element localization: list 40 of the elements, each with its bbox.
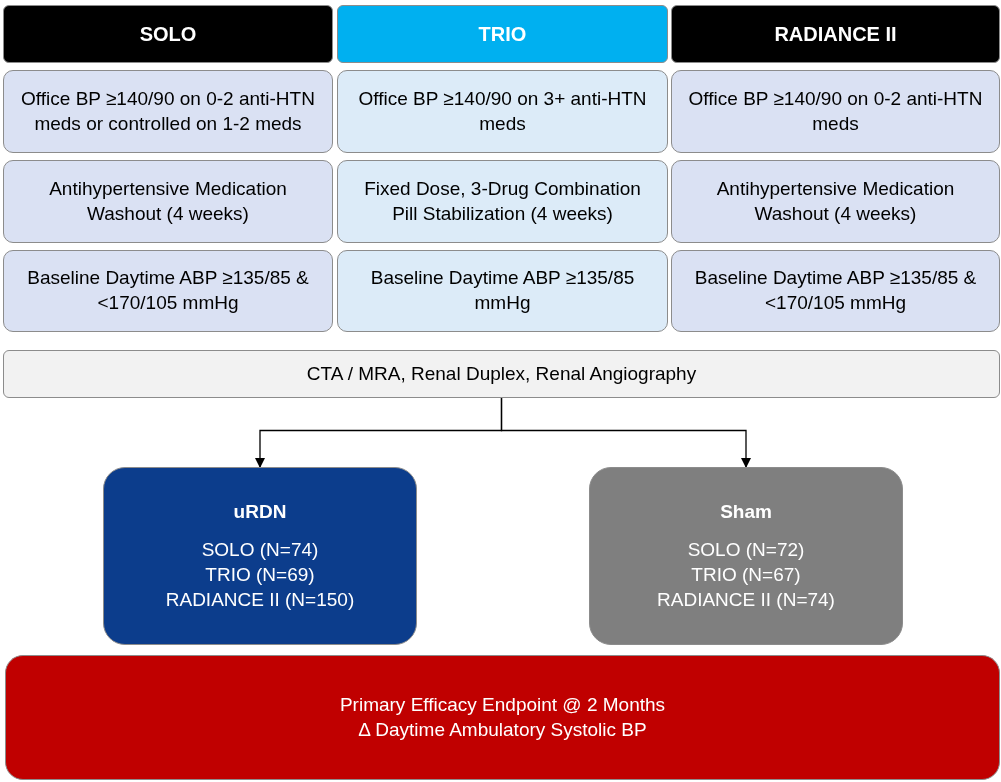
screening-box: [3, 350, 1000, 398]
group-title: Sham: [720, 499, 772, 524]
treatment-group-box: [103, 467, 417, 645]
box-text: Office BP ≥140/90 on 3+ anti-HTN meds: [357, 86, 648, 136]
box-text: Baseline Daytime ABP ≥135/85 mmHg: [369, 266, 636, 315]
criteria-box: [671, 160, 1000, 243]
column-header: [671, 5, 1000, 63]
criteria-box: [337, 250, 668, 332]
column-header: [3, 5, 333, 63]
box-text: SOLO: [139, 22, 197, 47]
box-text: Antihypertensive Medication Washout (4 weeks): [48, 176, 288, 226]
box-text: Baseline Daytime ABP ≥135/85 & <170/105 mmHg: [26, 266, 310, 315]
box-text: SOLO (N=74): [201, 538, 319, 563]
box-text: Baseline Daytime ABP ≥135/85 & <170/105 mmHg: [693, 266, 978, 315]
criteria-box: [671, 250, 1000, 332]
box-text: Δ Daytime Ambulatory Systolic BP: [358, 717, 647, 742]
box-text: TRIO (N=69): [205, 563, 315, 587]
box-text: Office BP ≥140/90 on 0-2 anti-HTN meds: [687, 86, 984, 136]
box-text: TRIO: [478, 22, 527, 47]
treatment-group-box: [589, 467, 903, 645]
criteria-box: [337, 70, 668, 153]
box-text: RADIANCE II (N=150): [165, 587, 355, 612]
arrow: [500, 397, 751, 468]
endpoint-box: [5, 655, 1000, 780]
criteria-box: [3, 250, 333, 332]
column-header: [337, 5, 668, 63]
criteria-box: [671, 70, 1000, 153]
box-text: Fixed Dose, 3-Drug Combination Pill Stabilization (4 weeks): [363, 176, 642, 226]
box-text: Office BP ≥140/90 on 0-2 anti-HTN meds or controlled on 1-2 meds: [20, 86, 316, 136]
criteria-box: [3, 70, 333, 153]
box-text: Primary Efficacy Endpoint @ 2 Months: [339, 692, 666, 717]
group-title: uRDN: [233, 499, 287, 524]
criteria-box: [3, 160, 333, 243]
box-text: RADIANCE II (N=74): [657, 587, 835, 612]
box-text: Antihypertensive Medication Washout (4 weeks): [715, 176, 956, 226]
box-text: SOLO (N=72): [687, 538, 805, 563]
box-text: RADIANCE II: [774, 22, 897, 47]
box-text: TRIO (N=67): [691, 563, 801, 587]
criteria-box: [337, 160, 668, 243]
box-text: CTA / MRA, Renal Duplex, Renal Angiography: [306, 361, 697, 386]
